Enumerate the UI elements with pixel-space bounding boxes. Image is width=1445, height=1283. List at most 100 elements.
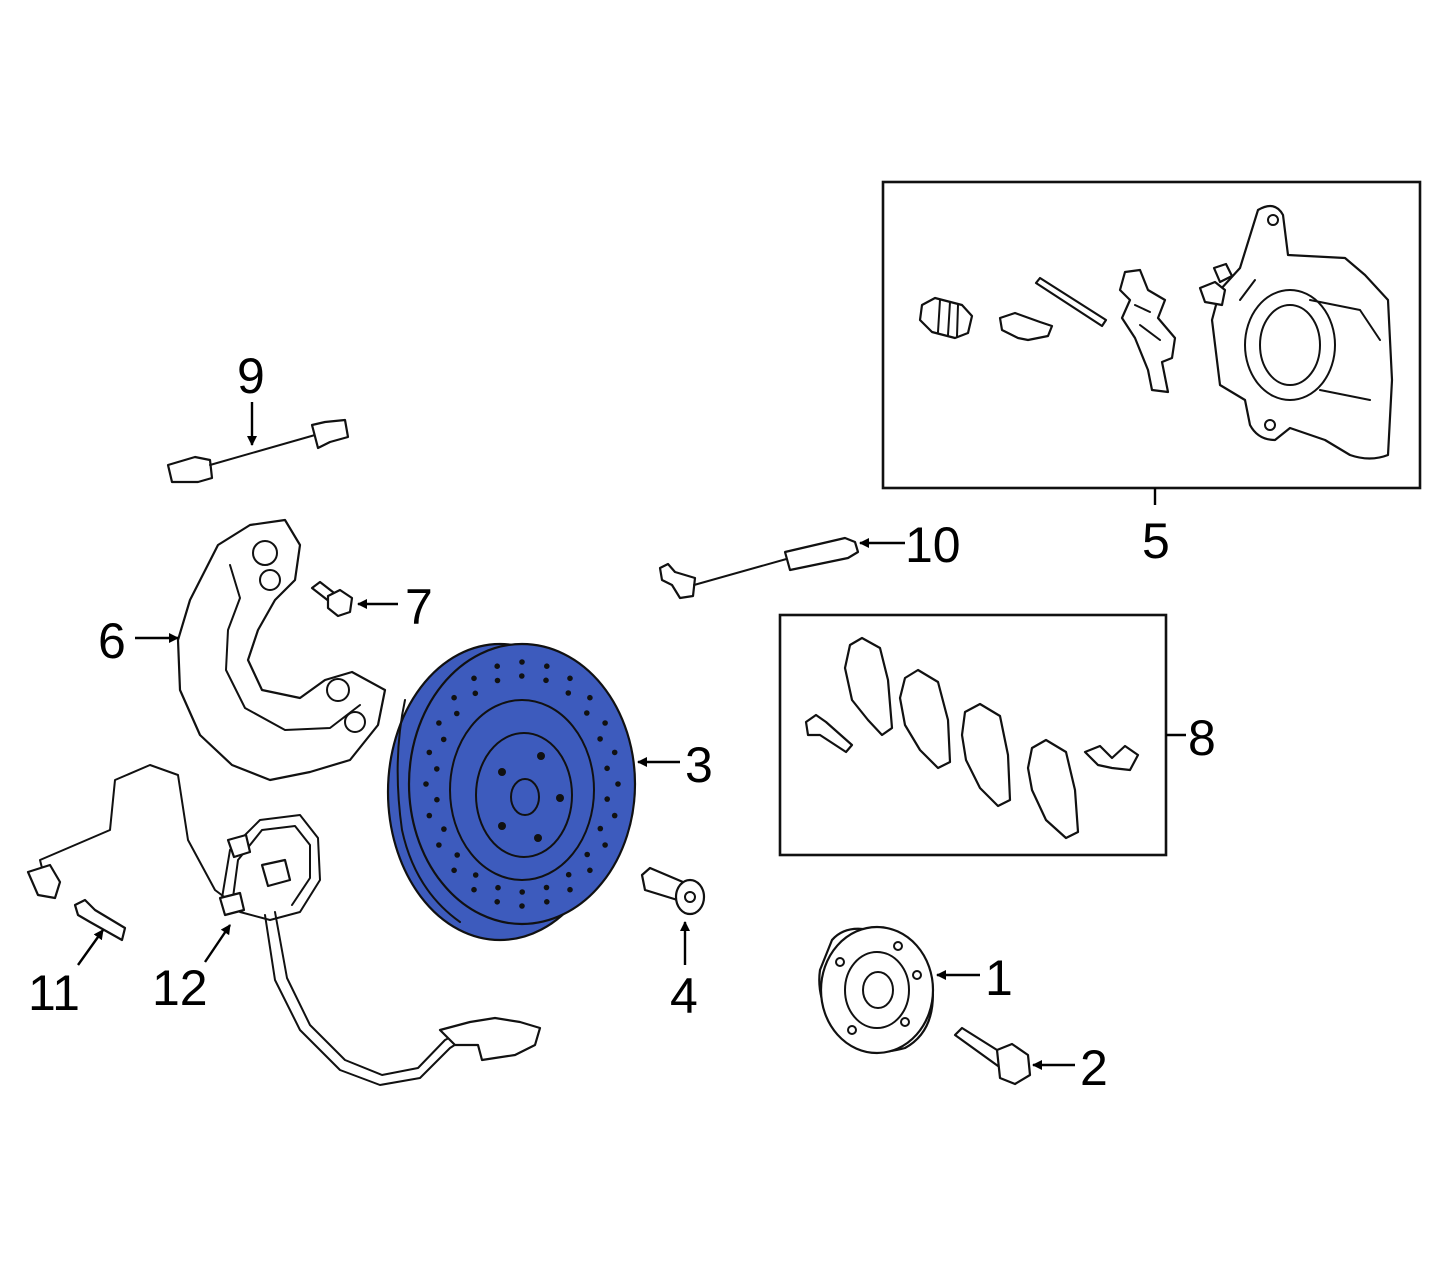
rotor-drill-hole bbox=[436, 842, 442, 848]
hub-bolt-hole-3 bbox=[900, 1017, 910, 1027]
rotor-drill-hole bbox=[436, 720, 442, 726]
rotor-lug-hole-2 bbox=[556, 794, 564, 802]
pad-bolt bbox=[804, 713, 854, 754]
rotor-drill-hole bbox=[495, 884, 501, 891]
rotor-drill-hole bbox=[584, 710, 590, 716]
harness-wire-upper bbox=[39, 764, 236, 906]
wear-sensor-connector bbox=[658, 562, 697, 600]
rotor-lug-hole-1 bbox=[537, 752, 545, 760]
caliper-piston-bore-inner bbox=[1259, 304, 1321, 386]
speed-sensor[interactable] bbox=[73, 898, 127, 942]
rotor-screw-head bbox=[674, 878, 706, 916]
rotor-screw[interactable] bbox=[640, 866, 706, 916]
wear-sensor-body bbox=[783, 536, 860, 572]
hub-bolt-head bbox=[995, 1042, 1032, 1086]
rotor-lug-hole-3 bbox=[534, 834, 542, 842]
rotor-drill-hole bbox=[597, 736, 603, 742]
brake-pad-3 bbox=[960, 702, 1012, 808]
wear-sensor-pin[interactable] bbox=[166, 418, 350, 484]
callout-8: 8 bbox=[1188, 710, 1216, 766]
callout-6: 6 bbox=[98, 613, 126, 669]
shield-bolt[interactable] bbox=[310, 580, 354, 618]
harness-wire-lower bbox=[264, 914, 471, 1086]
sensor-pin-left-cap bbox=[166, 455, 214, 484]
rotor-vent-edge bbox=[396, 699, 461, 923]
harness-left-connector bbox=[26, 863, 62, 900]
shield-bolt-head bbox=[326, 588, 354, 618]
rotor-drill-hole bbox=[615, 781, 621, 787]
caliper-housing bbox=[1210, 204, 1394, 460]
rotor-drill-hole bbox=[567, 886, 573, 893]
brake-pad-4 bbox=[1026, 738, 1080, 840]
rotor-drill-hole bbox=[519, 673, 525, 679]
caliper-kit-box bbox=[881, 180, 1422, 490]
rotor-drill-hole bbox=[471, 886, 477, 893]
rotor-drill-hole bbox=[544, 663, 550, 669]
rotor-drill-hole bbox=[597, 825, 604, 832]
rotor-drill-hole bbox=[472, 872, 479, 878]
leader-12 bbox=[204, 924, 231, 963]
caliper-piston-bore bbox=[1244, 289, 1336, 401]
rotor-drill-hole bbox=[602, 720, 608, 726]
callout-4: 4 bbox=[670, 968, 698, 1024]
rotor-drill-hole bbox=[454, 710, 460, 717]
harness-right-connector bbox=[438, 1016, 542, 1062]
guide-boot-ribs bbox=[937, 299, 959, 337]
dust-shield-hole-1 bbox=[252, 540, 278, 566]
dust-shield-hole-3 bbox=[326, 678, 350, 702]
hub-bolt-hole-5 bbox=[835, 957, 845, 967]
rotor-drill-hole bbox=[565, 690, 572, 696]
rotor-drill-hole bbox=[602, 842, 608, 848]
wear-sensor[interactable] bbox=[658, 536, 860, 600]
callout-11: 11 bbox=[28, 965, 80, 1021]
rotor-drill-hole bbox=[423, 781, 429, 787]
guide-boot bbox=[918, 296, 974, 340]
rotor-drill-hole bbox=[587, 694, 593, 701]
rotor-drill-hole bbox=[567, 675, 573, 682]
hub-bolt[interactable] bbox=[953, 1026, 1032, 1086]
rotor-lug-hole-4 bbox=[498, 822, 506, 830]
rotor-drill-holes bbox=[423, 659, 621, 909]
harness-clip-2 bbox=[260, 858, 292, 888]
rotor-drill-hole bbox=[494, 663, 501, 669]
hub-center bbox=[862, 971, 894, 1009]
rotor-drill-hole bbox=[434, 796, 440, 803]
dust-shield-hole-2 bbox=[259, 569, 281, 591]
rotor-drill-hole bbox=[494, 899, 501, 905]
caliper-mount-hole-top bbox=[1267, 214, 1279, 226]
rotor-drill-hole bbox=[519, 903, 525, 909]
hub-bolt-hole-2 bbox=[912, 970, 922, 980]
harness-loop-2 bbox=[231, 825, 311, 906]
dust-shield[interactable] bbox=[176, 518, 387, 782]
leader-11 bbox=[77, 929, 104, 966]
dust-shield-hole-4 bbox=[344, 711, 366, 733]
rotor-drill-hole bbox=[471, 675, 477, 682]
rotor-hat-inner bbox=[475, 732, 573, 858]
brake-pad-2 bbox=[898, 668, 952, 770]
rotor-drill-hole bbox=[426, 749, 433, 756]
sensor-pin-right-cap bbox=[310, 418, 350, 450]
brake-pad-1 bbox=[843, 636, 894, 737]
wheel-hub[interactable] bbox=[818, 925, 935, 1055]
callout-3: 3 bbox=[685, 737, 713, 793]
callout-2: 2 bbox=[1080, 1040, 1108, 1096]
rotor-drill-hole bbox=[543, 677, 549, 684]
dust-shield-inner bbox=[225, 564, 361, 731]
rotor-drill-hole bbox=[611, 749, 618, 756]
rotor-center-bore bbox=[510, 778, 540, 816]
rotor-drill-hole bbox=[604, 796, 610, 802]
rotor-drill-hole bbox=[451, 867, 457, 874]
rotor-drill-hole bbox=[565, 871, 572, 878]
caliper-assembly[interactable] bbox=[881, 180, 1422, 490]
sensor-harness[interactable] bbox=[26, 764, 542, 1086]
brake-pad-kit[interactable] bbox=[778, 613, 1168, 857]
brake-rotor[interactable] bbox=[386, 642, 637, 942]
harness-clip-3 bbox=[218, 891, 246, 917]
harness-clip-1 bbox=[226, 833, 252, 859]
hub-bolt-hole-4 bbox=[847, 1025, 857, 1035]
rotor-drill-hole bbox=[611, 812, 618, 819]
rotor-drill-hole bbox=[426, 812, 433, 819]
caliper-housing-edge bbox=[1239, 279, 1381, 401]
pad-clip-detail bbox=[1134, 304, 1161, 341]
